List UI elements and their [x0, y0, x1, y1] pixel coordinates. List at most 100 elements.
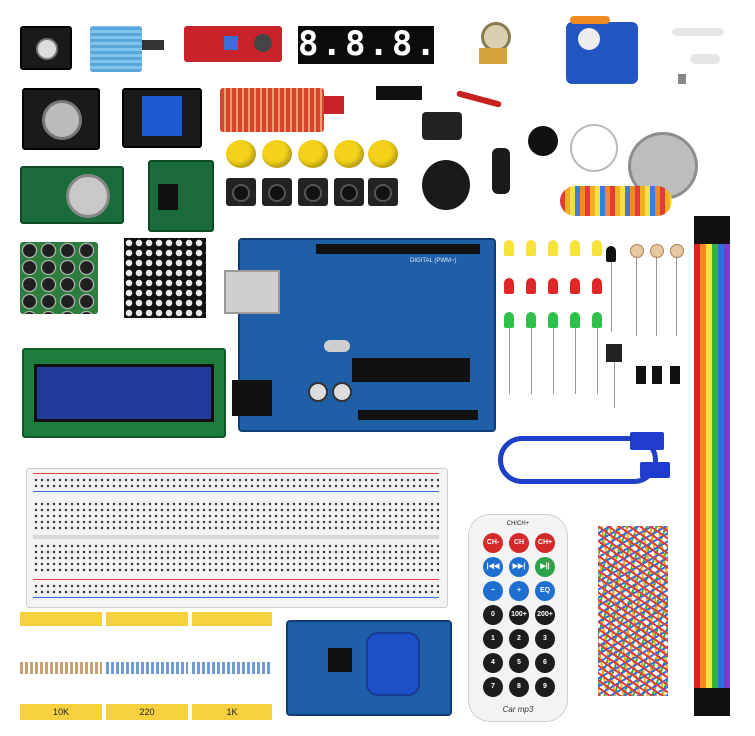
- encoder-knob: [42, 100, 82, 140]
- button-cap-1: [226, 140, 256, 168]
- breadboard: [26, 468, 448, 608]
- resistor-tape-top: [192, 612, 272, 626]
- remote-key: −: [483, 581, 503, 601]
- remote-key: 8: [509, 677, 529, 697]
- remote-key: 200+: [535, 605, 555, 625]
- led-yellow: [548, 240, 558, 256]
- led-yellow: [526, 240, 536, 256]
- photoresistor-legs: [636, 256, 637, 336]
- dupont-jumper-wires: [588, 516, 680, 706]
- remote-key: ▶▶|: [509, 557, 529, 577]
- led-legs: [575, 328, 576, 394]
- led-green: [592, 312, 602, 328]
- power-rail-holes: [33, 477, 439, 489]
- remote-key: 5: [509, 653, 529, 673]
- servo-motor: [566, 16, 638, 84]
- atmega-chip: [352, 358, 470, 382]
- ic-chip: [376, 86, 422, 100]
- stepper-cable: [560, 186, 672, 216]
- remote-key: 3: [535, 629, 555, 649]
- rainbow-ribbon-cable: [694, 216, 730, 716]
- lcd-1602-module: [22, 348, 226, 438]
- sensor-lens: [36, 38, 58, 60]
- relay-module: [122, 88, 202, 148]
- tactile-switch-4: [334, 178, 364, 206]
- remote-key: 6: [535, 653, 555, 673]
- led-array: [500, 238, 604, 398]
- remote-key: ▶||: [535, 557, 555, 577]
- buzzer-active: [528, 126, 558, 156]
- dht11-sensor-module: [90, 26, 142, 72]
- transistor-2: [652, 366, 662, 384]
- buzzer-passive: [570, 124, 618, 172]
- led-yellow: [592, 240, 602, 256]
- led-red: [504, 278, 514, 294]
- capacitor-1: [308, 382, 328, 402]
- rtc-clock-module: [20, 166, 124, 224]
- dc-barrel-jack: [232, 380, 272, 416]
- tactile-switch-5: [368, 178, 398, 206]
- sound-sensor-module: [184, 26, 282, 62]
- remote-key: 1: [483, 629, 503, 649]
- photoresistor-legs: [656, 256, 657, 336]
- ir-receiver: [606, 344, 622, 362]
- photoresistor-2: [650, 244, 664, 258]
- resistor-tape-top: [106, 612, 188, 626]
- lcd-screen: [34, 364, 214, 422]
- remote-brand: Car mp3: [502, 705, 534, 714]
- resistor-label: 10K: [20, 704, 102, 720]
- led-legs: [553, 328, 554, 394]
- resistor-bodies: [106, 662, 188, 674]
- remote-key: 2: [509, 629, 529, 649]
- led-dot-matrix: [124, 238, 206, 318]
- microphone-icon: [254, 34, 272, 52]
- remote-key: |◀◀: [483, 557, 503, 577]
- resistor-pack-1k: 1K: [192, 612, 272, 720]
- remote-key: CH: [509, 533, 529, 553]
- button-cap-2: [262, 140, 292, 168]
- led-legs: [531, 328, 532, 394]
- led-yellow: [570, 240, 580, 256]
- tactile-switch-1: [226, 178, 256, 206]
- crystal: [324, 340, 350, 352]
- remote-key: CH-: [483, 533, 503, 553]
- tactile-switch-2: [262, 178, 292, 206]
- rfid-rc522-module: [286, 620, 452, 716]
- remote-key: 7: [483, 677, 503, 697]
- dc-jack-plug: [492, 148, 510, 194]
- ir-legs: [611, 262, 612, 332]
- photoresistor-1: [630, 244, 644, 258]
- dht11-pins: [142, 40, 164, 50]
- resistor-bodies: [192, 662, 272, 674]
- capacitor-2: [332, 382, 352, 402]
- led-red: [548, 278, 558, 294]
- screw-icon: [678, 74, 686, 84]
- button-cap-5: [368, 140, 398, 168]
- header-pins-top: [316, 244, 480, 254]
- usb-plug-a: [630, 432, 664, 450]
- led-legs: [509, 328, 510, 394]
- transistor-1: [636, 366, 646, 384]
- resistor-bodies: [20, 662, 102, 674]
- remote-top-label: CH/CH+: [506, 521, 530, 527]
- potentiometer-icon: [224, 36, 238, 50]
- led-green: [570, 312, 580, 328]
- header-pins-bottom: [358, 410, 478, 420]
- remote-key: EQ: [535, 581, 555, 601]
- rotary-potentiometer: [476, 22, 511, 68]
- resistor-label: 1K: [192, 704, 272, 720]
- led-red: [570, 278, 580, 294]
- battery-clip: [422, 112, 462, 140]
- battery-wire-red: [456, 90, 502, 108]
- photoresistor-legs: [676, 256, 677, 336]
- usb-b-port: [224, 270, 280, 314]
- servo-wire: [570, 16, 610, 24]
- transistor-3: [670, 366, 680, 384]
- water-sensor-pins: [324, 96, 344, 114]
- power-rail-red: [33, 473, 439, 474]
- remote-key: 100+: [509, 605, 529, 625]
- arduino-uno-board: DIGITAL (PWM~): [224, 238, 496, 432]
- tactile-switch-3: [298, 178, 328, 206]
- usb-cable: [498, 436, 658, 484]
